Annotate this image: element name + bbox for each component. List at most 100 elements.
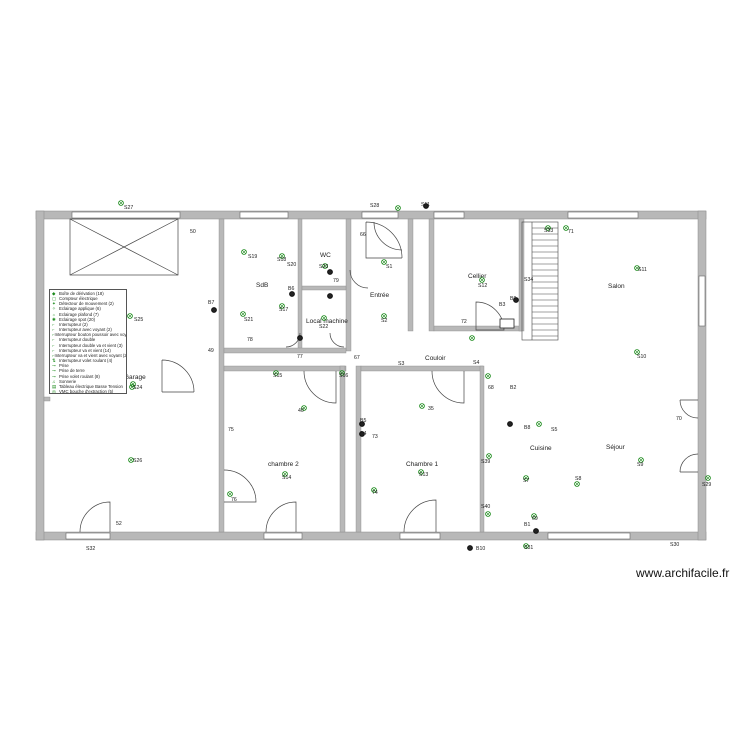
light-fixture-cross-icon — [524, 476, 528, 480]
legend-label: Prise de terre — [59, 368, 85, 374]
ref-label-n66: 66 — [360, 232, 366, 238]
legend-label: VMC bouche d'extraction (5) — [59, 388, 114, 394]
legend-label: Détecteur de mouvement (2) — [59, 301, 114, 307]
light-fixture-icon — [536, 421, 542, 427]
legend-label: Sonnerie — [59, 378, 77, 384]
junction-box-icon — [327, 269, 333, 275]
legend-item: ⌐Interrupteur va et vient avec voyant (2… — [52, 352, 127, 358]
ref-label-n79: 79 — [333, 278, 339, 284]
light-fixture-cross-icon — [302, 406, 306, 410]
legend-item: ✦Détecteur de mouvement (2) — [52, 301, 124, 306]
light-fixture-cross-icon — [706, 476, 710, 480]
light-fixture-icon — [634, 265, 640, 271]
legend-label: Eclairage plafond (7) — [59, 311, 99, 317]
ref-label-s7: S7 — [523, 478, 529, 484]
legend-label: Interrupteur (2) — [59, 321, 88, 327]
light-fixture-icon — [301, 405, 307, 411]
ref-label-s4: S4 — [473, 360, 479, 366]
light-fixture-icon — [371, 487, 377, 493]
legend-label: Interrupteur va et vient (14) — [59, 347, 111, 353]
legend-symbol-icon: ✦ — [52, 301, 56, 307]
watermark-text: www.archifacile.fr — [636, 566, 730, 580]
legend-label: Interrupteur va et vient avec voyant (2) — [54, 352, 127, 358]
ref-label-s40: S40 — [481, 504, 490, 510]
ref-label-n78: 78 — [247, 337, 253, 343]
legend-symbol-icon: ▤ — [52, 383, 57, 389]
ref-label-n49: 49 — [208, 348, 214, 354]
ref-label-b9: B9 — [510, 296, 516, 302]
light-fixture-cross-icon — [396, 206, 400, 210]
light-fixture-cross-icon — [119, 201, 123, 205]
junction-box-icon — [289, 291, 295, 297]
light-fixture-icon — [523, 543, 529, 549]
junction-box-icon — [297, 335, 303, 341]
light-fixture-cross-icon — [564, 226, 568, 230]
legend-label: Prise — [59, 363, 69, 369]
windows — [65, 211, 706, 540]
ref-label-s18: S18 — [277, 257, 286, 263]
light-fixture-icon — [273, 370, 279, 376]
ref-label-s23: S23 — [319, 264, 328, 270]
legend-item: ⌐Interrupteur double va et vient (3) — [52, 343, 124, 348]
light-fixture-cross-icon — [470, 336, 474, 340]
light-fixture-icon — [485, 373, 491, 379]
junction-box-icon — [359, 431, 365, 437]
light-fixture-icon — [638, 457, 644, 463]
ref-label-s11b: S11 — [638, 267, 647, 273]
light-fixture-icon — [418, 469, 424, 475]
legend-box: ◆Boîte de dérivation (18)▢Compteur élect… — [49, 289, 127, 394]
legend-symbol-icon: ⌐ — [52, 337, 55, 343]
interior-walls — [43, 218, 525, 533]
light-fixture-cross-icon — [340, 371, 344, 375]
light-fixture-icon — [485, 511, 491, 517]
legend-label: Interrupteur avec voyant (2) — [59, 327, 112, 333]
ref-label-n52: 52 — [116, 521, 122, 527]
ref-label-n67: 67 — [354, 355, 360, 361]
light-fixture-cross-icon — [487, 454, 491, 458]
ref-label-s26: S26 — [133, 458, 142, 464]
light-fixture-cross-icon — [323, 264, 327, 268]
room-cellier: Cellier — [468, 273, 487, 280]
light-fixture-icon — [545, 225, 551, 231]
light-fixture-cross-icon — [242, 250, 246, 254]
ref-label-n69: 69 — [532, 516, 538, 522]
legend-item: ⊸Prise de terre — [52, 368, 124, 373]
ref-label-b1: B1 — [524, 522, 530, 528]
legend-label: Eclairage applique (6) — [59, 306, 101, 312]
ref-label-s1: S1 — [386, 264, 392, 270]
light-fixture-icon — [321, 315, 327, 321]
light-fixture-cross-icon — [322, 316, 326, 320]
junction-box-icon — [359, 421, 365, 427]
ref-label-s14: S14 — [282, 475, 291, 481]
light-fixture-cross-icon — [575, 482, 579, 486]
light-fixture-cross-icon — [241, 312, 245, 316]
light-fixture-cross-icon — [130, 385, 134, 389]
ref-label-n76: 76 — [231, 497, 237, 503]
room-salon: Salon — [608, 283, 625, 290]
light-fixture-cross-icon — [228, 492, 232, 496]
junction-box-icon — [467, 545, 473, 551]
light-fixture-icon — [240, 311, 246, 317]
staircase — [521, 221, 559, 341]
ref-label-s12: S12 — [478, 283, 487, 289]
ref-label-n50: 50 — [190, 229, 196, 235]
legend-symbol-icon: ◆ — [52, 291, 56, 296]
legend-label: Tableau électrique Basse Tension — [59, 383, 123, 389]
light-fixture-cross-icon — [486, 374, 490, 378]
light-fixture-cross-icon — [420, 404, 424, 408]
ref-label-n40: 40 — [298, 408, 304, 414]
junction-box-icon — [533, 528, 539, 534]
light-fixture-icon — [381, 313, 387, 319]
light-fixture-icon — [486, 453, 492, 459]
legend-label: Boîte de dérivation (18) — [59, 291, 104, 296]
junction-box-icon — [513, 297, 519, 303]
legend-label: Eclairage spot (20) — [59, 316, 96, 322]
light-fixture-icon — [395, 205, 401, 211]
room-couloir: Couloir — [425, 355, 446, 362]
junction-box-icon — [507, 421, 513, 427]
room-labels: SdB WC Local machine Entrée Cellier Salo… — [124, 252, 626, 468]
legend-symbol-icon: ⌐ — [52, 332, 55, 338]
light-fixture-cross-icon — [524, 544, 528, 548]
legend-symbol-icon: ♫ — [52, 378, 56, 384]
